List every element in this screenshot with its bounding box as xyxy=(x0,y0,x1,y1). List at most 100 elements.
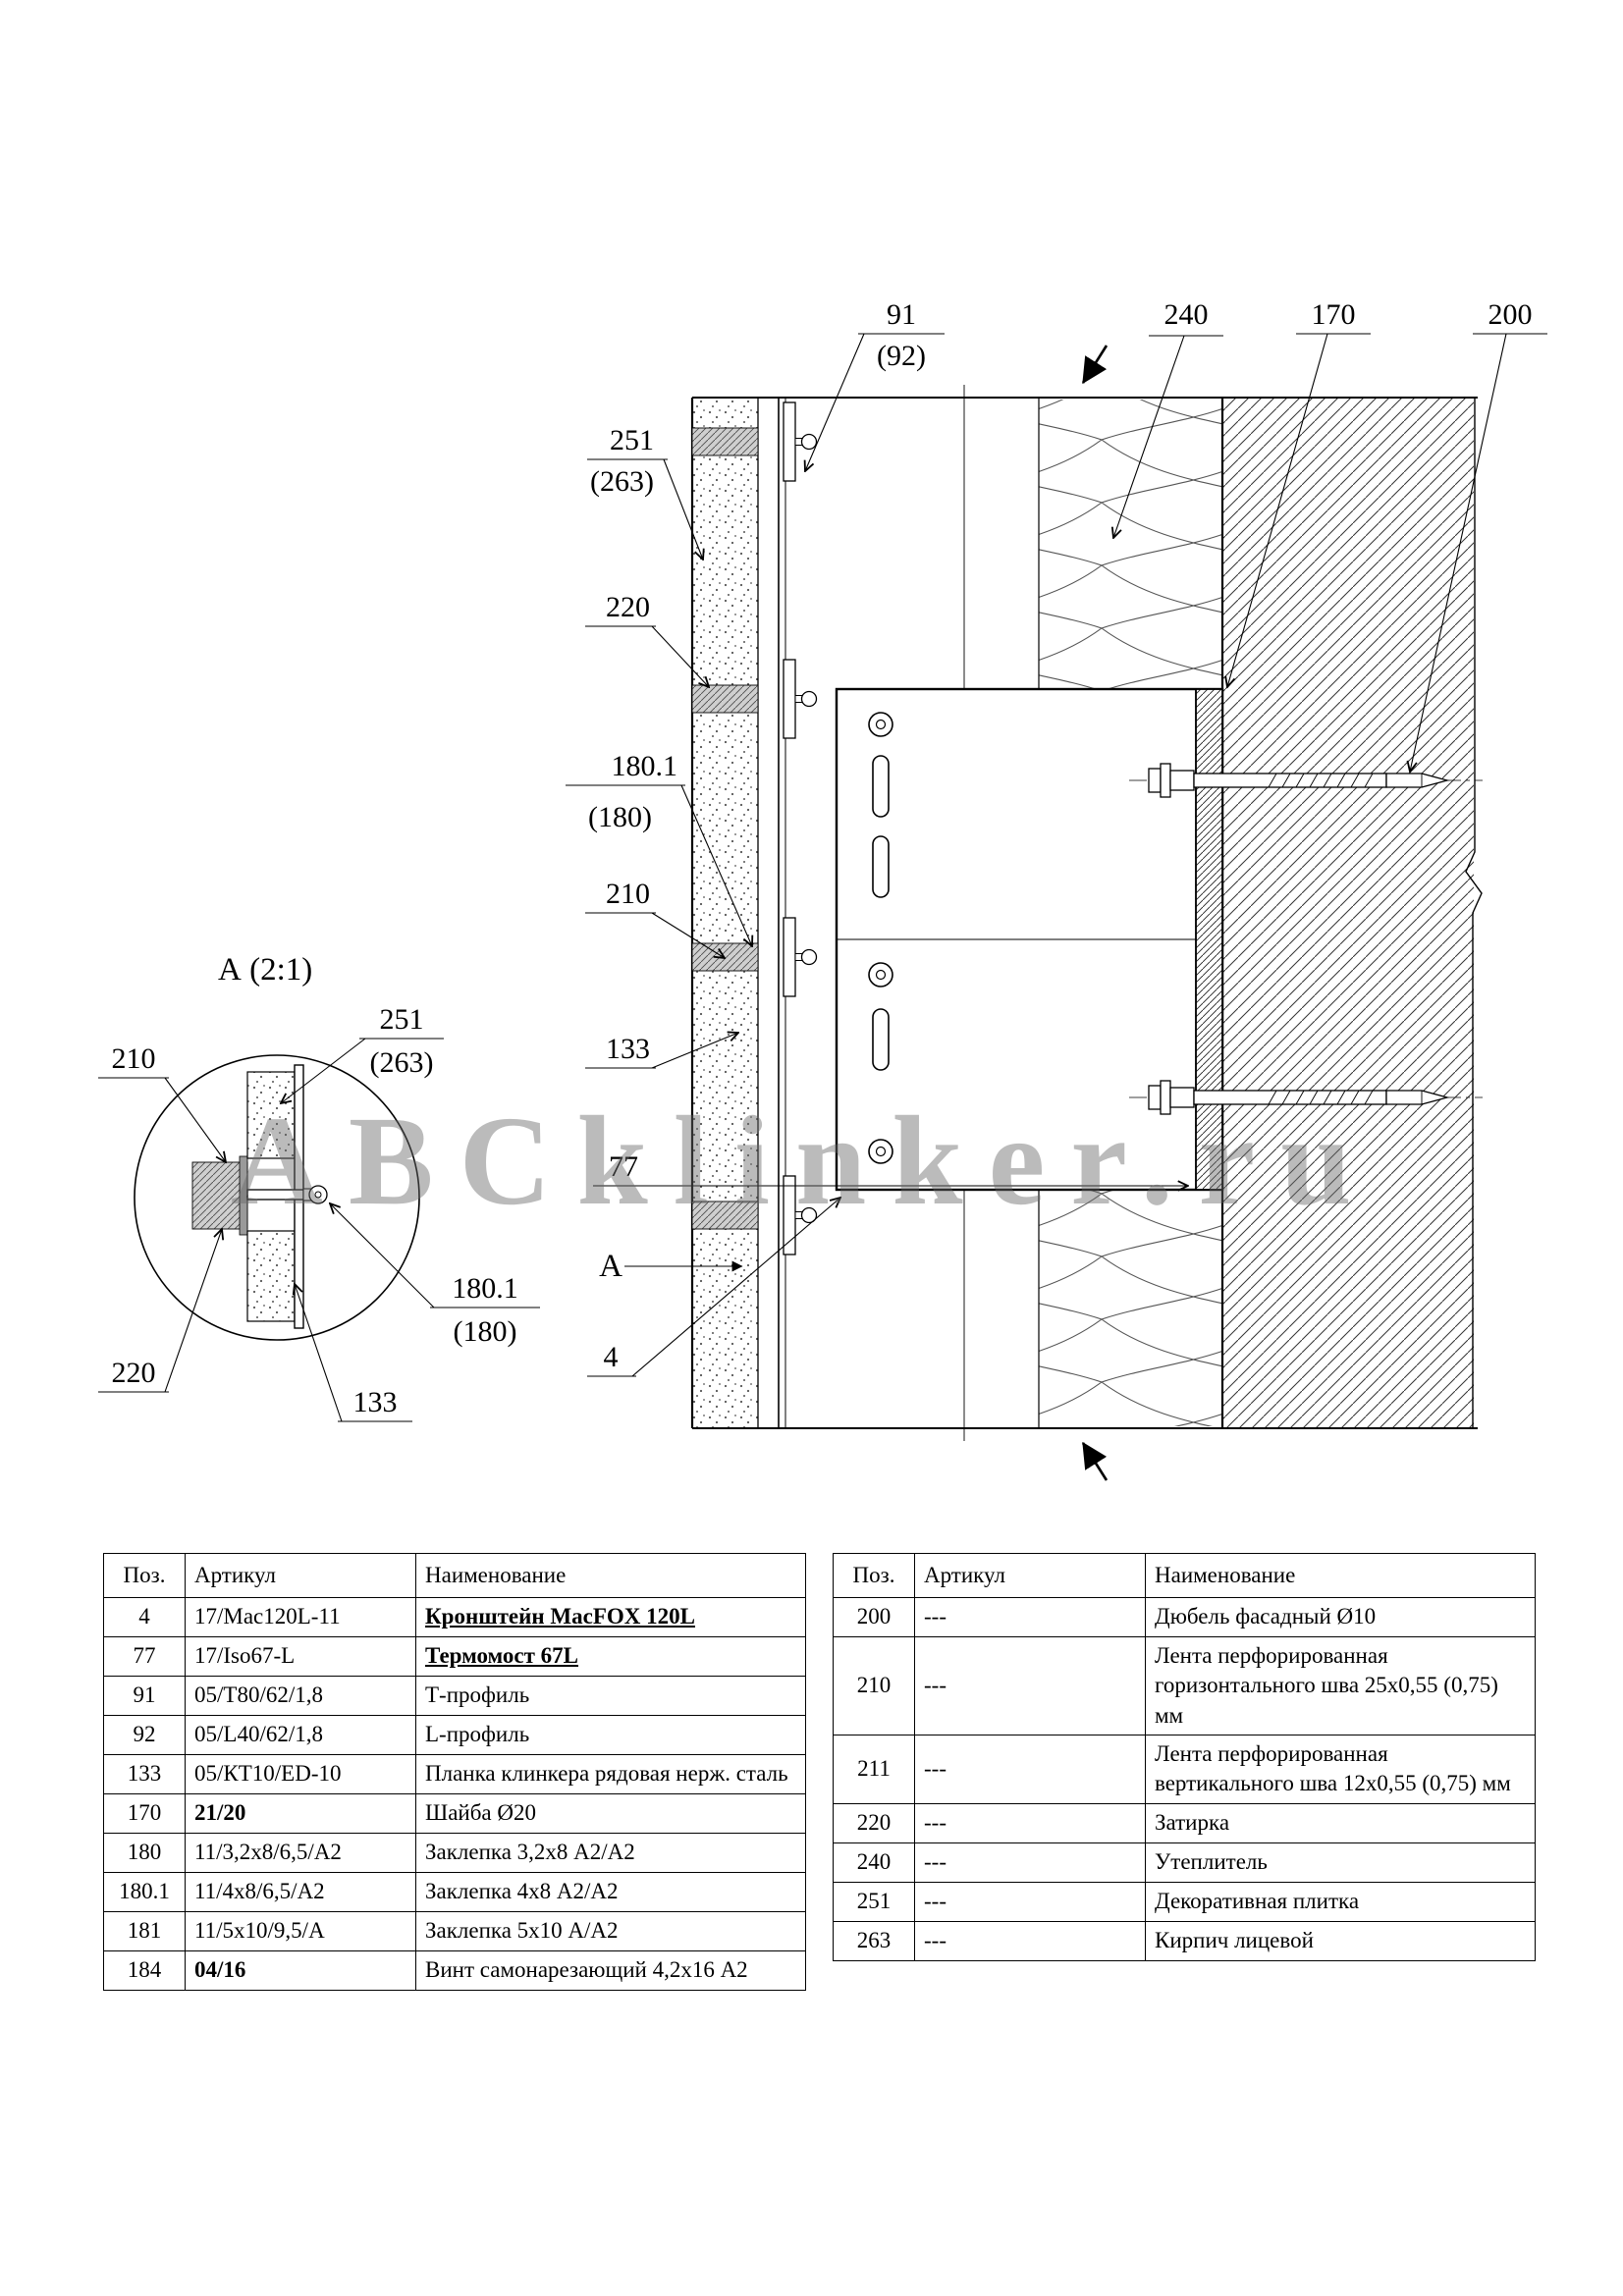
column-header: Наименование xyxy=(415,1553,806,1598)
cell-article: 21/20 xyxy=(185,1793,416,1834)
detail-rivet xyxy=(308,1185,328,1204)
cell-name: Лента перфорированная вертикального шва … xyxy=(1145,1735,1536,1804)
cell-article: 05/КТ10/ED-10 xyxy=(185,1754,416,1794)
cell-position: 184 xyxy=(103,1950,186,1991)
callout-210: 210 xyxy=(606,878,650,910)
cell-article: 17/Iso67-L xyxy=(185,1636,416,1677)
detail-callout-220: 220 xyxy=(112,1357,156,1389)
callout-251: 251 xyxy=(610,424,654,456)
cell-position: 181 xyxy=(103,1911,186,1951)
cell-name: Планка клинкера рядовая нерж. сталь xyxy=(415,1754,806,1794)
wall-break-edge xyxy=(1465,398,1483,1428)
table-row: 210---Лента перфорированная горизонтальн… xyxy=(833,1635,1536,1736)
column-header: Артикул xyxy=(185,1553,416,1598)
cell-article: 04/16 xyxy=(185,1950,416,1991)
cell-position: 4 xyxy=(103,1597,186,1637)
cell-article: --- xyxy=(914,1802,1146,1843)
detail-tape xyxy=(239,1155,248,1236)
cell-name: Шайба Ø20 xyxy=(415,1793,806,1834)
detail-callout-210: 210 xyxy=(112,1042,156,1075)
column-header: Артикул xyxy=(914,1553,1146,1598)
column-header: Поз. xyxy=(103,1553,186,1598)
detail-tile-top xyxy=(246,1071,296,1159)
cell-article: 05/Т80/62/1,8 xyxy=(185,1676,416,1716)
callout-263: (263) xyxy=(590,465,654,498)
detail-callout-133: 133 xyxy=(353,1386,398,1418)
callout-180-1: 180.1 xyxy=(612,750,678,782)
cell-article: --- xyxy=(914,1842,1146,1883)
callout-labels: 91 (92) 240 170 200 251 (263) 220 180.1 … xyxy=(112,298,1533,1418)
cell-name: Заклепка 3,2х8 А2/А2 xyxy=(415,1833,806,1873)
column-header: Поз. xyxy=(833,1553,915,1598)
cell-article: --- xyxy=(914,1635,1146,1736)
cell-name: Затирка xyxy=(1145,1802,1536,1843)
column-header: Наименование xyxy=(1145,1553,1536,1598)
cell-position: 180 xyxy=(103,1833,186,1873)
cell-position: 220 xyxy=(833,1802,915,1843)
grout-joint xyxy=(691,1175,818,1255)
cell-position: 91 xyxy=(103,1676,186,1716)
anchor-dowel-top xyxy=(1129,763,1483,798)
cell-article: 17/Mac120L-11 xyxy=(185,1597,416,1637)
table-row: 240---Утеплитель xyxy=(833,1842,1536,1883)
callout-section-a: А xyxy=(599,1249,622,1284)
cell-article: --- xyxy=(914,1735,1146,1804)
cell-article: 11/5х10/9,5/А xyxy=(185,1911,416,1951)
grout-joint xyxy=(691,401,818,482)
cell-name: Кронштейн MacFOX 120L xyxy=(415,1597,806,1637)
callout-240: 240 xyxy=(1164,298,1209,331)
grout-joints-and-clips xyxy=(691,401,818,1255)
detail-callout-180: (180) xyxy=(454,1315,517,1348)
callout-91: 91 xyxy=(887,298,916,331)
anchor-dowel-bottom xyxy=(1129,1080,1483,1115)
cell-article: 11/3,2х8/6,5/А2 xyxy=(185,1833,416,1873)
cell-position: 251 xyxy=(833,1881,915,1922)
cell-position: 200 xyxy=(833,1597,915,1637)
cell-position: 263 xyxy=(833,1920,915,1961)
cell-article: 11/4х8/6,5/А2 xyxy=(185,1872,416,1912)
leader-lines xyxy=(98,333,1547,1422)
callout-4: 4 xyxy=(604,1341,619,1373)
cell-article: 05/L40/62/1,8 xyxy=(185,1715,416,1755)
detail-callout-180-1: 180.1 xyxy=(452,1272,518,1305)
table-row: 200---Дюбель фасадный Ø10 xyxy=(833,1597,1536,1637)
cell-name: Лента перфорированная горизонтального шв… xyxy=(1145,1635,1536,1736)
callout-92: (92) xyxy=(877,340,926,372)
grout-joint xyxy=(691,659,818,739)
cell-position: 170 xyxy=(103,1793,186,1834)
cell-name: Кирпич лицевой xyxy=(1145,1920,1536,1961)
cell-name: Дюбель фасадный Ø10 xyxy=(1145,1597,1536,1637)
callout-133: 133 xyxy=(606,1033,650,1065)
cell-name: Утеплитель xyxy=(1145,1842,1536,1883)
cell-position: 211 xyxy=(833,1735,915,1804)
cell-position: 133 xyxy=(103,1754,186,1794)
table-row: 251---Декоративная плитка xyxy=(833,1881,1536,1922)
cell-article: --- xyxy=(914,1920,1146,1961)
bracket-wall-flange xyxy=(1195,688,1223,1191)
callout-220: 220 xyxy=(606,591,650,623)
cell-name: Винт самонарезающий 4,2х16 А2 xyxy=(415,1950,806,1991)
insulation-bottom xyxy=(1039,1190,1222,1426)
cell-name: Заклепка 5х10 А/А2 xyxy=(415,1911,806,1951)
detail-tile-bottom xyxy=(246,1230,296,1322)
cell-position: 180.1 xyxy=(103,1872,186,1912)
cell-name: L-профиль xyxy=(415,1715,806,1755)
wall-hatch xyxy=(1222,399,1474,1427)
callout-77: 77 xyxy=(609,1150,638,1183)
detail-callout-251: 251 xyxy=(380,1003,424,1036)
table-row: 220---Затирка xyxy=(833,1802,1536,1843)
cell-article: --- xyxy=(914,1881,1146,1922)
cell-position: 77 xyxy=(103,1636,186,1677)
detail-flange xyxy=(246,1189,304,1201)
